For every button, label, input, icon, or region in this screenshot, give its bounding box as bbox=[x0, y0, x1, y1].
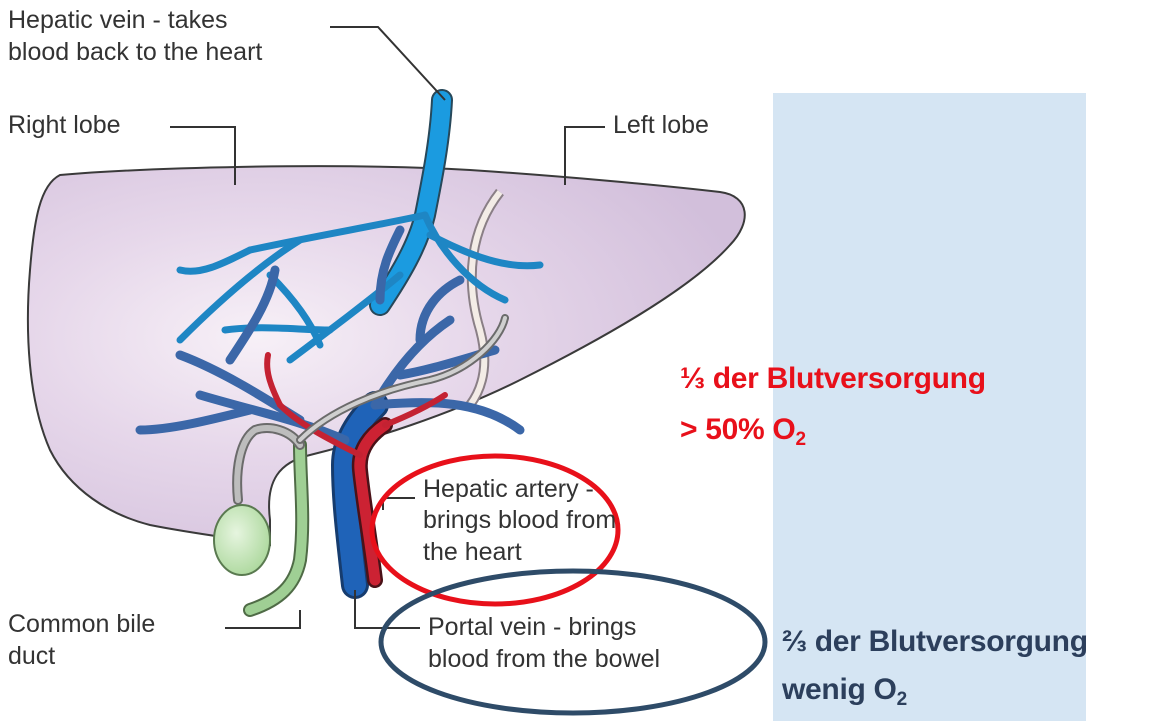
right-lobe-label: Right lobe bbox=[8, 110, 121, 141]
hepatic-vein-label-line-1: Hepatic vein - takes bbox=[8, 5, 228, 36]
hepatic-artery-label-line-2: brings blood from bbox=[423, 505, 616, 536]
common-bile-duct-label-line-1: Common bile bbox=[8, 609, 155, 640]
gallbladder bbox=[214, 505, 270, 575]
portal-oxygen-note: wenig O2 bbox=[782, 672, 907, 708]
portal-vein-label-line-1: Portal vein - brings bbox=[428, 612, 636, 643]
artery-oxygen-text: > 50% O bbox=[680, 413, 795, 446]
portal-vein-label-line-2: blood from the bowel bbox=[428, 644, 660, 675]
portal-oxygen-text: wenig O bbox=[782, 673, 897, 706]
portal-fraction-note: ⅔ der Blutversorgung bbox=[782, 624, 1088, 660]
hepatic-vein-label-line-2: blood back to the heart bbox=[8, 37, 262, 68]
common-bile-duct-label-line-2: duct bbox=[8, 641, 55, 672]
artery-oxygen-note: > 50% O2 bbox=[680, 412, 806, 448]
artery-oxygen-subscript: 2 bbox=[795, 429, 805, 450]
left-lobe-label: Left lobe bbox=[613, 110, 709, 141]
portal-oxygen-subscript: 2 bbox=[897, 689, 907, 710]
artery-fraction-note: ⅓ der Blutversorgung bbox=[680, 361, 986, 397]
hepatic-artery-label-line-3: the heart bbox=[423, 537, 522, 568]
hepatic-artery-label-line-1: Hepatic artery - bbox=[423, 474, 594, 505]
